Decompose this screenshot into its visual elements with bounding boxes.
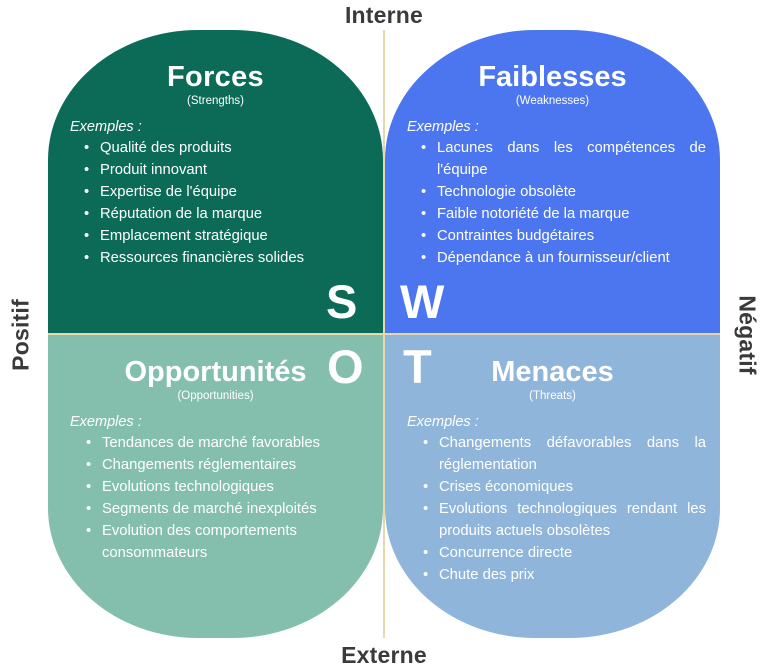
quadrant-opportunities[interactable]: Opportunités (Opportunities) Exemples : …	[48, 335, 383, 638]
list-item: Segments de marché inexploités	[86, 499, 383, 521]
quadrant-strengths-list: Qualité des produits Produit innovant Ex…	[48, 138, 383, 269]
quadrant-opportunities-examples-label: Exemples :	[70, 414, 142, 431]
quadrant-threats[interactable]: Menaces (Threats) Exemples : Changements…	[385, 335, 720, 638]
quadrant-weaknesses-header: Faiblesses (Weaknesses)	[385, 30, 720, 108]
swot-matrix: Forces (Strengths) Exemples : Qualité de…	[48, 30, 720, 638]
list-item: Expertise de l'équipe	[84, 182, 383, 204]
quadrant-threats-header: Menaces (Threats)	[385, 335, 720, 403]
quadrant-strengths-title: Forces	[167, 61, 264, 93]
quadrant-strengths-header: Forces (Strengths)	[48, 30, 383, 108]
list-item: Dépendance à un fournisseur/client	[421, 248, 720, 270]
list-item: Evolutions technologiques rendant les pr…	[423, 499, 720, 543]
axis-label-bottom: Externe	[341, 642, 427, 668]
quadrant-opportunities-subtitle: (Opportunities)	[177, 390, 254, 403]
quadrant-opportunities-list: Tendances de marché favorables Changemen…	[48, 433, 383, 564]
quadrant-threats-examples-label: Exemples :	[407, 414, 479, 431]
list-item: Emplacement stratégique	[84, 226, 383, 248]
quadrant-strengths-examples-label: Exemples :	[70, 119, 142, 136]
list-item: Faible notoriété de la marque	[421, 204, 720, 226]
list-item: Contraintes budgétaires	[421, 226, 720, 248]
horizontal-divider	[48, 333, 720, 335]
list-item: Qualité des produits	[84, 138, 383, 160]
quadrant-weaknesses[interactable]: Faiblesses (Weaknesses) Exemples : Lacun…	[385, 30, 720, 333]
quadrant-threats-title: Menaces	[491, 356, 614, 388]
quadrant-strengths[interactable]: Forces (Strengths) Exemples : Qualité de…	[48, 30, 383, 333]
list-item: Chute des prix	[423, 565, 720, 587]
quadrant-opportunities-title: Opportunités	[124, 356, 307, 388]
list-item: Changements défavorables dans la régleme…	[423, 433, 720, 477]
quadrant-threats-list: Changements défavorables dans la régleme…	[385, 433, 720, 586]
list-item: Changements réglementaires	[86, 455, 383, 477]
list-item: Evolutions technologiques	[86, 477, 383, 499]
list-item: Réputation de la marque	[84, 204, 383, 226]
quadrant-threats-subtitle: (Threats)	[529, 390, 576, 403]
list-item: Evolution des comportements consommateur…	[86, 521, 383, 565]
axis-label-right: Négatif	[734, 295, 761, 375]
quadrant-opportunities-header: Opportunités (Opportunities)	[48, 335, 383, 403]
axis-label-top: Interne	[344, 2, 424, 28]
list-item: Concurrence directe	[423, 543, 720, 565]
list-item: Tendances de marché favorables	[86, 433, 383, 455]
quadrant-weaknesses-title: Faiblesses	[478, 61, 627, 93]
quadrant-weaknesses-list: Lacunes dans les compétences de l'équipe…	[385, 138, 720, 269]
quadrant-strengths-subtitle: (Strengths)	[187, 95, 244, 108]
list-item: Technologie obsolète	[421, 182, 720, 204]
quadrant-weaknesses-subtitle: (Weaknesses)	[515, 95, 590, 108]
list-item: Ressources financières solides	[84, 248, 383, 270]
list-item: Produit innovant	[84, 160, 383, 182]
list-item: Crises économiques	[423, 477, 720, 499]
quadrant-weaknesses-examples-label: Exemples :	[407, 119, 479, 136]
list-item: Lacunes dans les compétences de l'équipe	[421, 138, 720, 182]
axis-label-left: Positif	[7, 299, 34, 371]
